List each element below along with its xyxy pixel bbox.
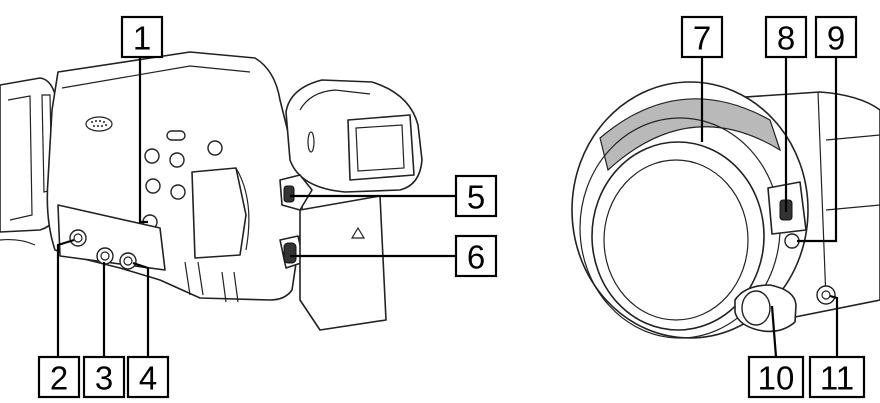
callout-8-label: 8 — [777, 20, 795, 57]
callout-1-label: 1 — [133, 20, 151, 57]
callout-7-label: 7 — [693, 20, 711, 57]
leader-lines — [56, 57, 839, 358]
leader-11 — [829, 294, 839, 357]
callout-4-label: 4 — [139, 360, 157, 397]
callout-2: 2 — [37, 355, 81, 399]
callout-1: 1 — [120, 15, 164, 59]
focus-ring — [599, 98, 782, 172]
callout-10-label: 10 — [758, 360, 795, 397]
leader-2 — [56, 238, 75, 357]
callout-3: 3 — [82, 355, 126, 399]
callout-11-label: 11 — [820, 360, 854, 397]
callout-4: 4 — [126, 355, 170, 399]
callout-3-label: 3 — [95, 360, 113, 397]
leader-1 — [138, 57, 148, 224]
callout-6: 6 — [454, 234, 498, 278]
callout-11: 11 — [808, 355, 866, 399]
leader-9 — [797, 57, 838, 243]
camera-body-left — [46, 51, 303, 301]
callout-9-label: 9 — [827, 20, 845, 57]
callout-2-label: 2 — [50, 360, 68, 397]
callout-6-label: 6 — [467, 239, 485, 276]
callout-10: 10 — [747, 355, 805, 399]
callout-5: 5 — [454, 174, 498, 218]
left-camera-view — [0, 51, 423, 331]
callout-9: 9 — [814, 15, 858, 59]
handle-grip — [299, 195, 387, 331]
right-camera-view — [571, 81, 880, 339]
callout-8: 8 — [764, 15, 808, 59]
callout-5-label: 5 — [467, 179, 485, 216]
speaker-grille — [85, 116, 113, 132]
callout-7: 7 — [680, 15, 724, 59]
leader-10 — [770, 305, 778, 358]
leader-4 — [132, 261, 150, 357]
